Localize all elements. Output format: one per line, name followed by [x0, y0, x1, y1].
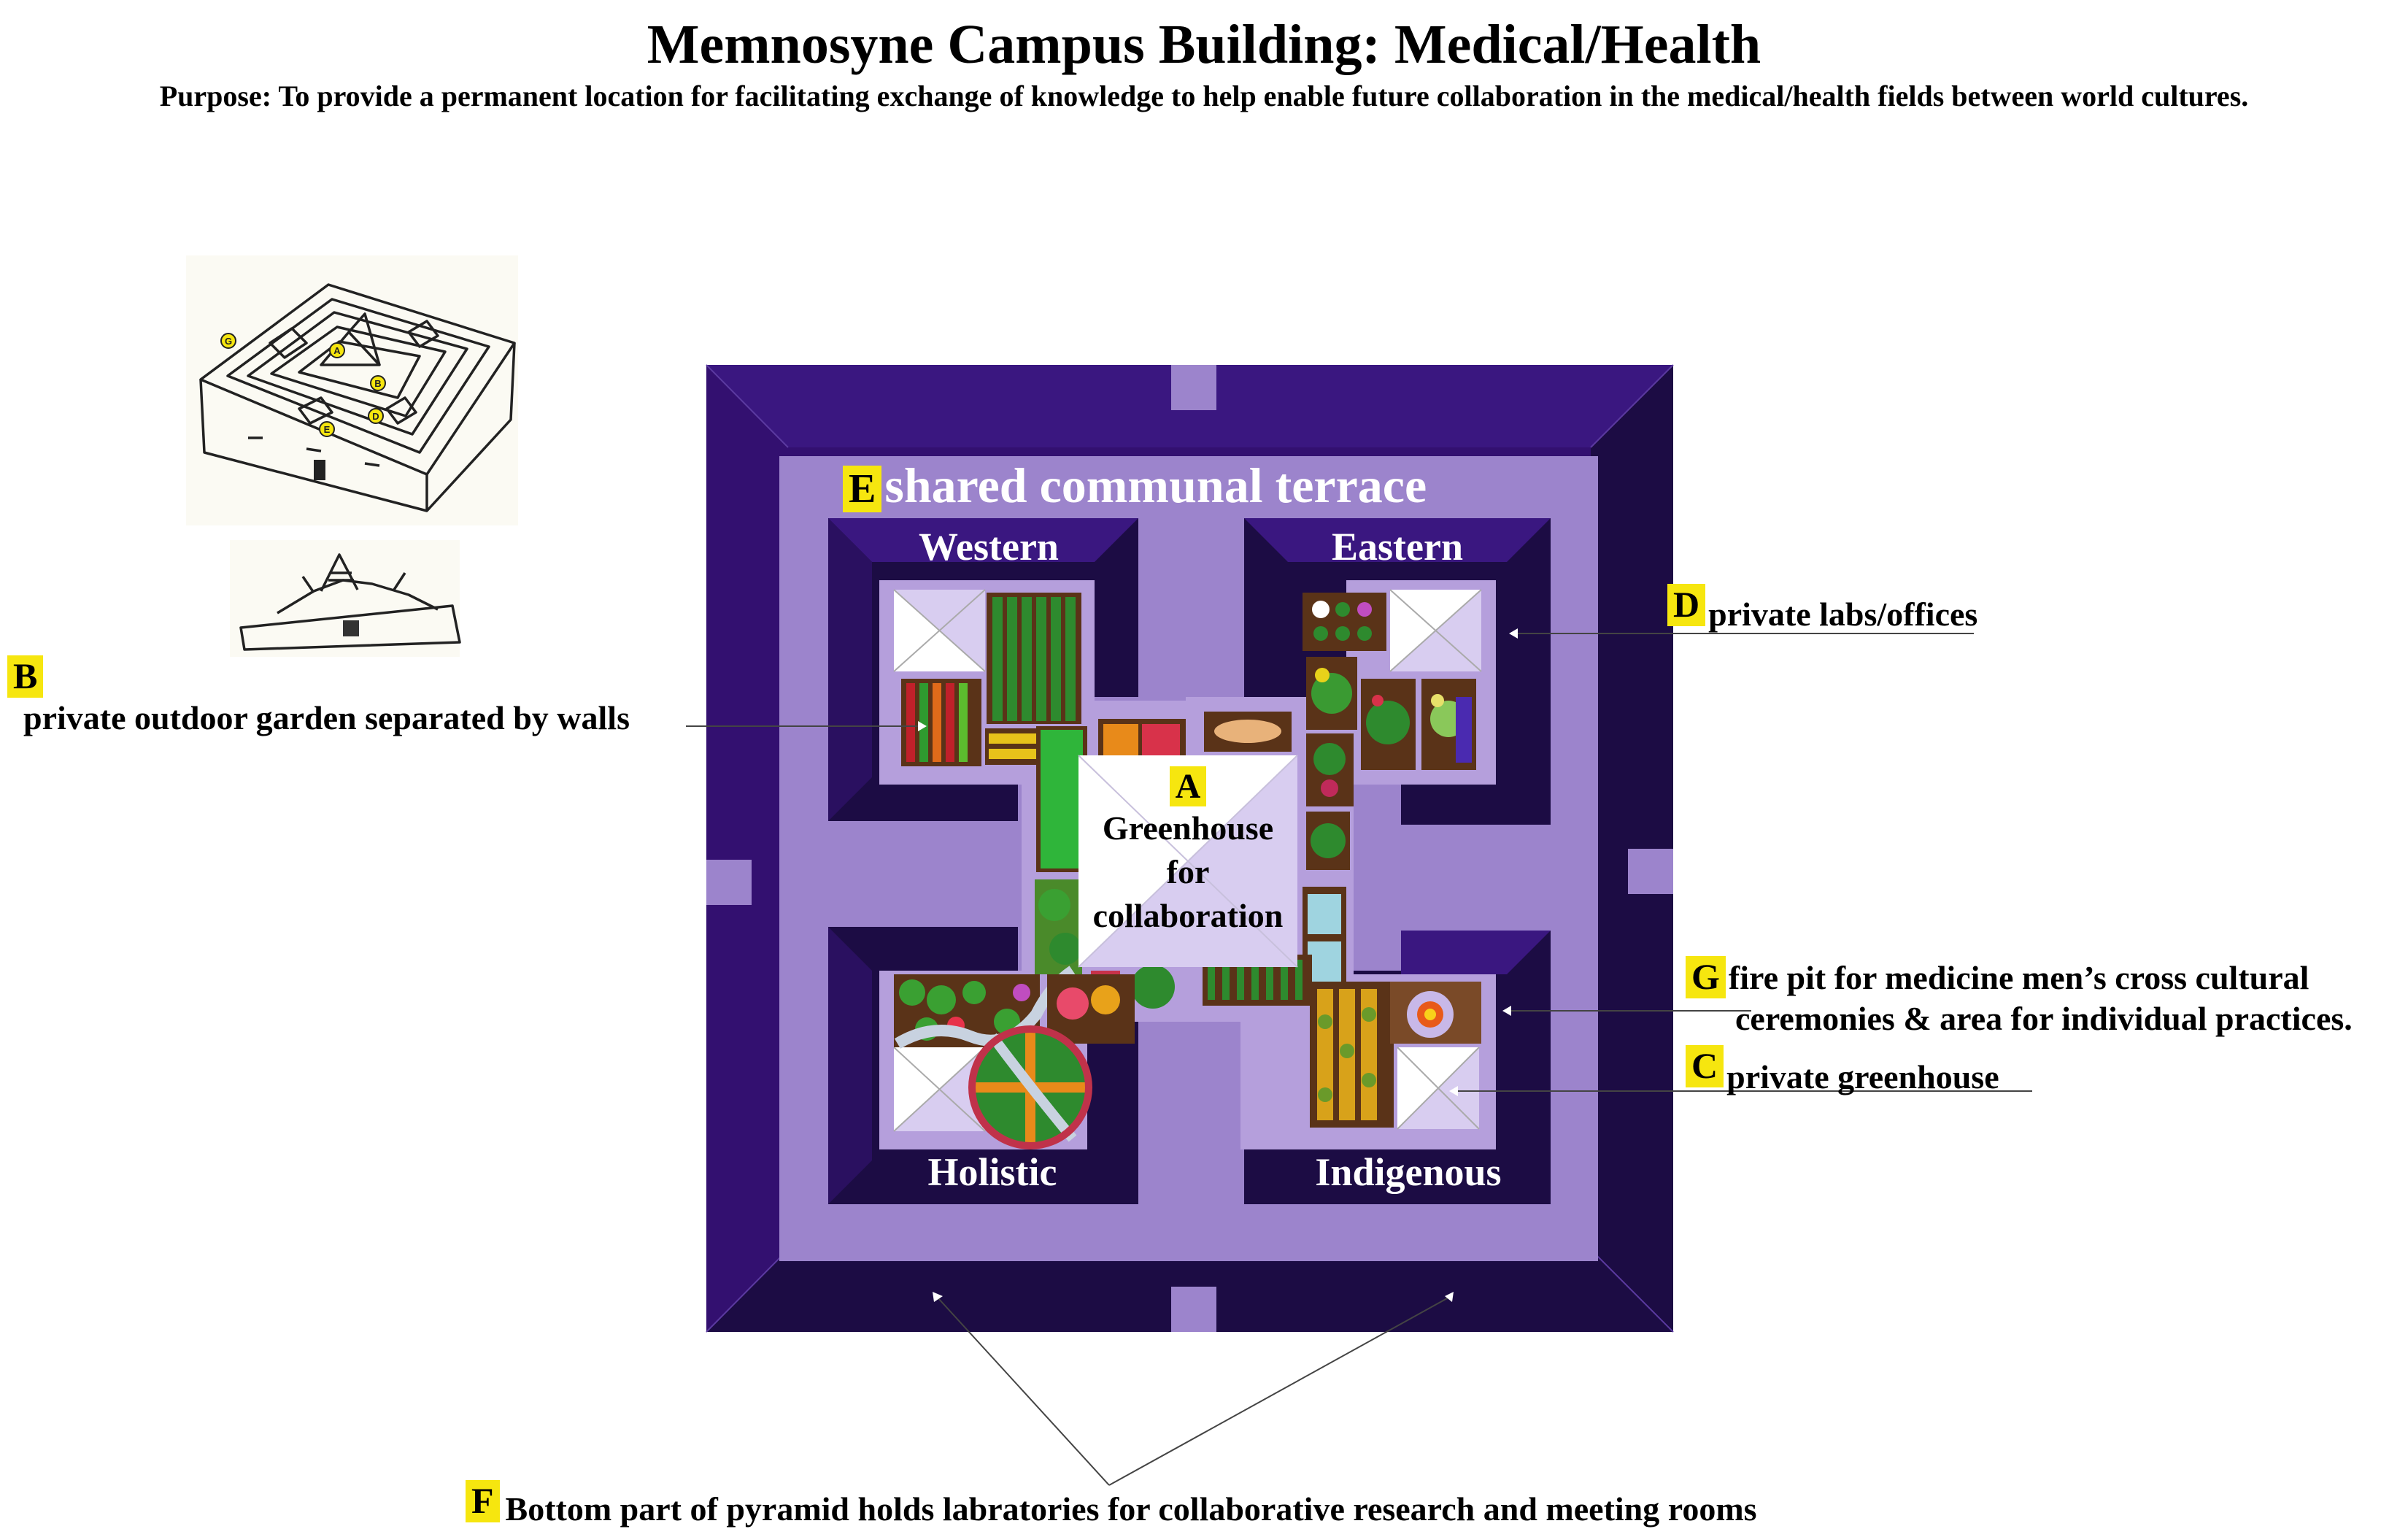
callout-b: B private outdoor garden separated by wa… [7, 655, 630, 738]
center-line-3: collaboration [1092, 896, 1284, 934]
callout-g-line-1: fire pit for medicine men’s cross cultur… [1728, 959, 2309, 996]
callout-b-badge: B [7, 655, 44, 698]
center-badge: A [1169, 766, 1207, 807]
callout-d-text: private labs/offices [1708, 596, 1978, 633]
terrace-label: E shared communal terrace [843, 457, 1427, 515]
quadrant-label-holistic: Holistic [927, 1150, 1057, 1194]
page-title: Memnosyne Campus Building: Medical/Healt… [647, 14, 1761, 75]
callout-d-badge: D [1667, 584, 1706, 626]
center-line-1: Greenhouse [1102, 809, 1274, 847]
sketch-marker: G [225, 336, 232, 347]
center-greenhouse-label: A Greenhouse for collaboration [1078, 766, 1297, 938]
quadrant-label-western: Western [919, 525, 1059, 569]
sketch-marker: E [324, 424, 331, 435]
purpose-statement: Purpose: To provide a permanent location… [159, 80, 2249, 112]
callout-c-text: private greenhouse [1726, 1058, 1999, 1095]
callout-c-badge: C [1686, 1045, 1724, 1087]
terrace-text: shared communal terrace [884, 458, 1427, 513]
callout-f-badge: F [466, 1480, 500, 1522]
callout-b-text: private outdoor garden separated by wall… [23, 698, 630, 736]
quadrant-label-eastern: Eastern [1332, 525, 1463, 569]
sketch-marker: A [333, 345, 341, 356]
quadrant-label-indigenous: Indigenous [1315, 1150, 1502, 1194]
callout-g-line-2: ceremonies & area for individual practic… [1735, 999, 2353, 1037]
sketch-marker: D [372, 411, 379, 422]
sketch-marker: B [374, 378, 381, 389]
terrace-badge: E [843, 466, 882, 513]
callout-g-badge: G [1686, 956, 1726, 998]
callout-f-text: Bottom part of pyramid holds labratories… [505, 1490, 1757, 1528]
center-line-2: for [1166, 852, 1210, 890]
